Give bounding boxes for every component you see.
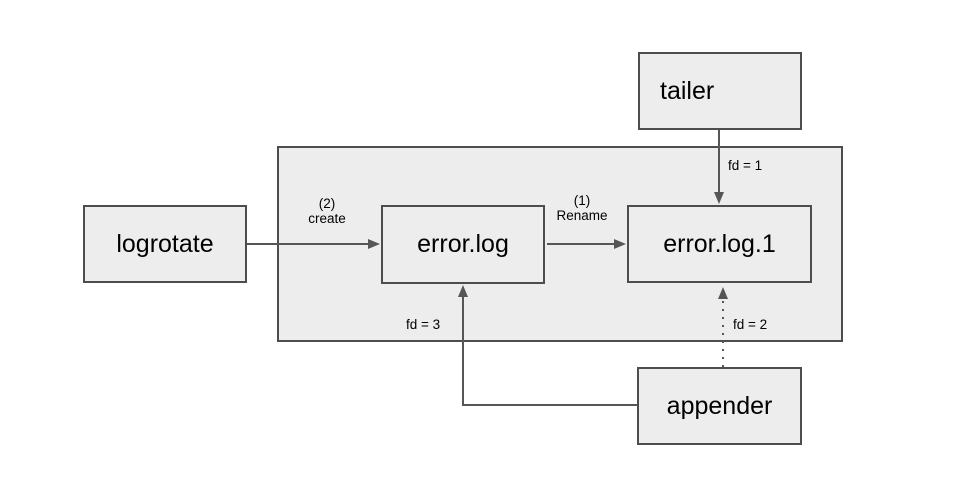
edge-label-rename-number: (1) (573, 193, 591, 208)
node-error-log: error.log (381, 205, 545, 284)
edge-label-fd1: fd = 1 (728, 158, 763, 173)
edge-label-create-text: create (308, 211, 346, 226)
edge-label-rename: (1) Rename (542, 193, 622, 223)
edge-label-create-number: (2) (318, 196, 336, 211)
node-appender-label: appender (666, 391, 773, 420)
edge-label-rename-text: Rename (556, 208, 608, 223)
node-error-log-label: error.log (417, 230, 509, 258)
node-tailer-label: tailer (660, 76, 715, 105)
node-appender: appender (637, 367, 802, 445)
node-tailer: tailer (638, 52, 802, 130)
node-error-log-1-label: error.log.1 (663, 229, 776, 258)
edge-label-fd3: fd = 3 (406, 317, 441, 332)
node-error-log-1: error.log.1 (627, 205, 812, 283)
edge-label-fd2: fd = 2 (733, 317, 768, 332)
edge-label-create: (2) create (287, 196, 367, 226)
node-logrotate-label: logrotate (116, 229, 214, 258)
node-logrotate: logrotate (83, 205, 247, 283)
